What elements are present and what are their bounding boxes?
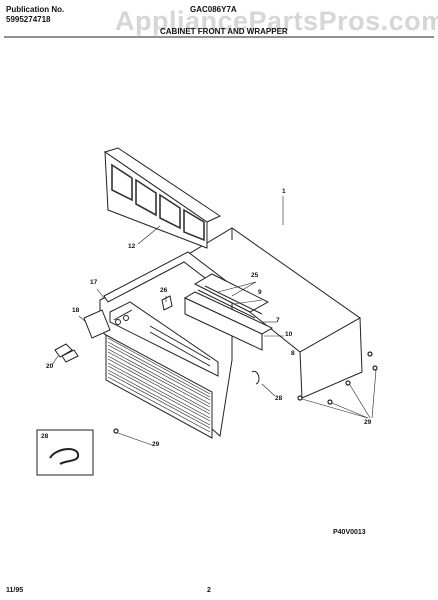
control-plate <box>83 309 111 339</box>
diagram-code: P40V0013 <box>333 529 366 536</box>
front-control-recess <box>109 301 219 377</box>
publication-label: Publication No. <box>6 5 65 14</box>
publication-number: 5995274718 <box>6 15 51 24</box>
model-number: GAC086Y7A <box>190 5 237 14</box>
callout-26: 26 <box>160 287 168 294</box>
callout-25: 25 <box>251 272 259 279</box>
callout-8: 8 <box>291 350 295 357</box>
callout-28: 28 <box>275 395 283 402</box>
callout-20: 20 <box>46 363 54 370</box>
inset-clip-28 <box>49 448 80 465</box>
callout-12: 12 <box>128 243 136 250</box>
louver-bracket-face <box>184 297 263 351</box>
knob-left <box>54 343 73 358</box>
footer-page-number: 2 <box>207 587 211 594</box>
leader-lines <box>51 196 377 446</box>
section-title: CABINET FRONT AND WRAPPER <box>160 27 288 36</box>
grille-louvers <box>107 337 211 433</box>
inset-box-28 <box>36 429 94 476</box>
control-knob-2 <box>123 315 129 321</box>
callout-9: 9 <box>258 289 262 296</box>
wrapper-side <box>299 317 363 399</box>
filter-mesh <box>111 163 205 242</box>
callout-7: 7 <box>276 317 280 324</box>
knob-left-2 <box>61 349 79 363</box>
callout-1: 1 <box>282 188 286 195</box>
callout-17: 17 <box>90 279 98 286</box>
control-knob-1 <box>115 319 121 325</box>
callout-29-right: 29 <box>364 419 372 426</box>
mounting-screws <box>113 351 378 434</box>
callout-29-left: 29 <box>152 441 160 448</box>
clip-28 <box>251 370 260 385</box>
callout-18: 18 <box>72 307 80 314</box>
footer-date: 11/95 <box>6 587 24 594</box>
callout-28-inset: 28 <box>41 433 49 440</box>
clip-26 <box>161 295 173 311</box>
louver-tray <box>193 273 270 313</box>
callout-10: 10 <box>285 331 293 338</box>
watermark: AppliancePartsPros.com <box>115 6 438 36</box>
